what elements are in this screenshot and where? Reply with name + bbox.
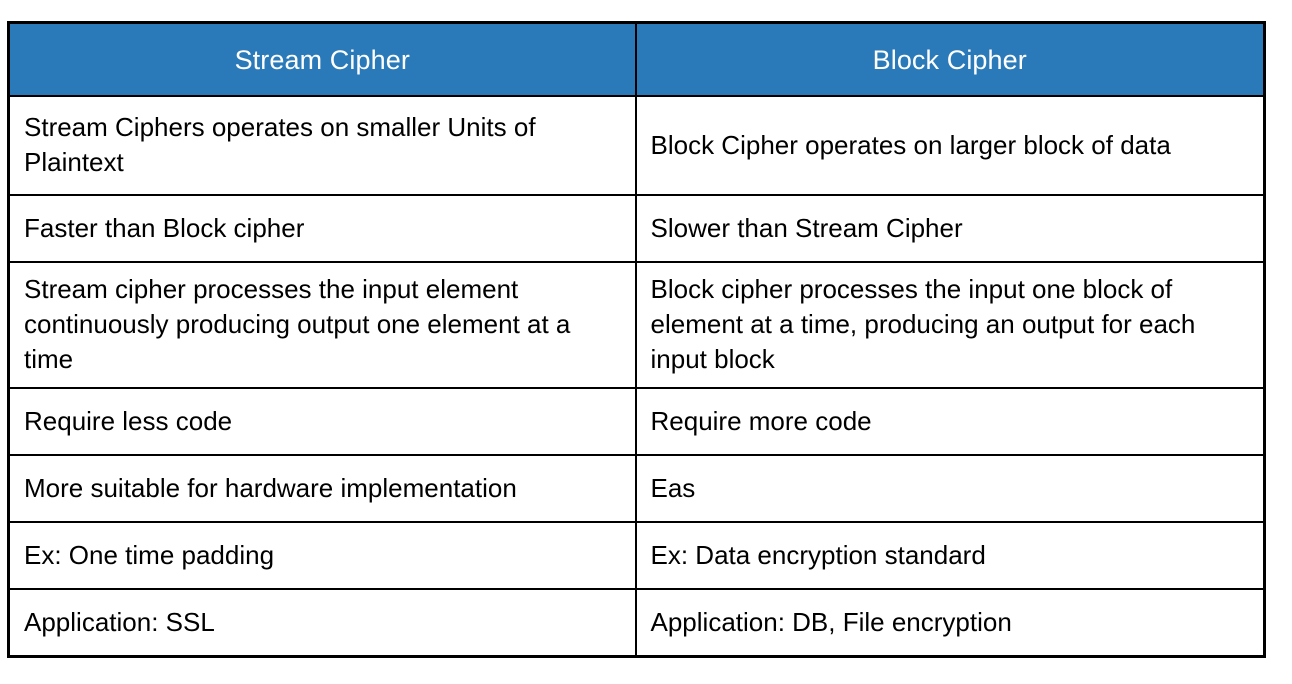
cell-stream-1: Stream Ciphers operates on smaller Units…: [7, 95, 637, 196]
cell-block-2: Slower than Stream Cipher: [634, 194, 1266, 263]
cell-block-5-text: Eas: [650, 472, 696, 503]
cell-block-4-text: Require more code: [650, 405, 872, 436]
cell-stream-1-text: Stream Ciphers operates on smaller Units…: [24, 112, 536, 177]
cell-block-1-text: Block Cipher operates on larger block of…: [650, 129, 1171, 160]
table-row: Application: SSL Application: DB, File e…: [7, 588, 1266, 658]
column-header-block-cipher: Block Cipher: [634, 21, 1266, 97]
cell-stream-6-text: Ex: One time padding: [24, 539, 275, 570]
table-row: Faster than Block cipher Slower than Str…: [7, 194, 1266, 263]
cell-block-4: Require more code: [634, 387, 1266, 456]
cell-block-5: Eas: [634, 454, 1266, 523]
cell-stream-2: Faster than Block cipher: [7, 194, 637, 263]
cell-block-7: Application: DB, File encryption: [634, 588, 1266, 658]
cell-block-3: Block cipher processes the input one blo…: [634, 261, 1266, 389]
table-row: Stream Ciphers operates on smaller Units…: [7, 95, 1266, 196]
table-header-row: Stream Cipher Block Cipher: [7, 21, 1266, 97]
cell-stream-7-text: Application: SSL: [24, 606, 215, 637]
cell-block-6: Ex: Data encryption standard: [634, 521, 1266, 590]
column-header-block-cipher-label: Block Cipher: [872, 44, 1027, 75]
cell-block-1: Block Cipher operates on larger block of…: [634, 95, 1266, 196]
cell-stream-3: Stream cipher processes the input elemen…: [7, 261, 637, 389]
table-row: Stream cipher processes the input elemen…: [7, 261, 1266, 389]
cell-block-6-text: Ex: Data encryption standard: [650, 539, 986, 570]
cell-stream-7: Application: SSL: [7, 588, 637, 658]
column-header-stream-cipher-label: Stream Cipher: [234, 44, 410, 75]
table-row: Ex: One time padding Ex: Data encryption…: [7, 521, 1266, 590]
cell-stream-5: More suitable for hardware implementatio…: [7, 454, 637, 523]
cell-stream-4-text: Require less code: [24, 405, 233, 436]
table-body: Stream Ciphers operates on smaller Units…: [7, 95, 1266, 658]
table-row: Require less code Require more code: [7, 387, 1266, 456]
column-header-stream-cipher: Stream Cipher: [7, 21, 637, 97]
cell-block-2-text: Slower than Stream Cipher: [650, 212, 963, 243]
cell-block-3-text: Block cipher processes the input one blo…: [650, 274, 1196, 374]
cell-stream-5-text: More suitable for hardware implementatio…: [24, 472, 517, 503]
comparison-table-container: Stream Cipher Block Cipher Stream Cipher…: [7, 21, 1266, 664]
cell-block-7-text: Application: DB, File encryption: [650, 606, 1012, 637]
cell-stream-3-text: Stream cipher processes the input elemen…: [24, 274, 571, 374]
table-row: More suitable for hardware implementatio…: [7, 454, 1266, 523]
cipher-comparison-table: Stream Cipher Block Cipher Stream Cipher…: [7, 21, 1266, 658]
cell-stream-2-text: Faster than Block cipher: [24, 212, 305, 243]
table-header: Stream Cipher Block Cipher: [7, 21, 1266, 97]
cell-stream-4: Require less code: [7, 387, 637, 456]
cell-stream-6: Ex: One time padding: [7, 521, 637, 590]
